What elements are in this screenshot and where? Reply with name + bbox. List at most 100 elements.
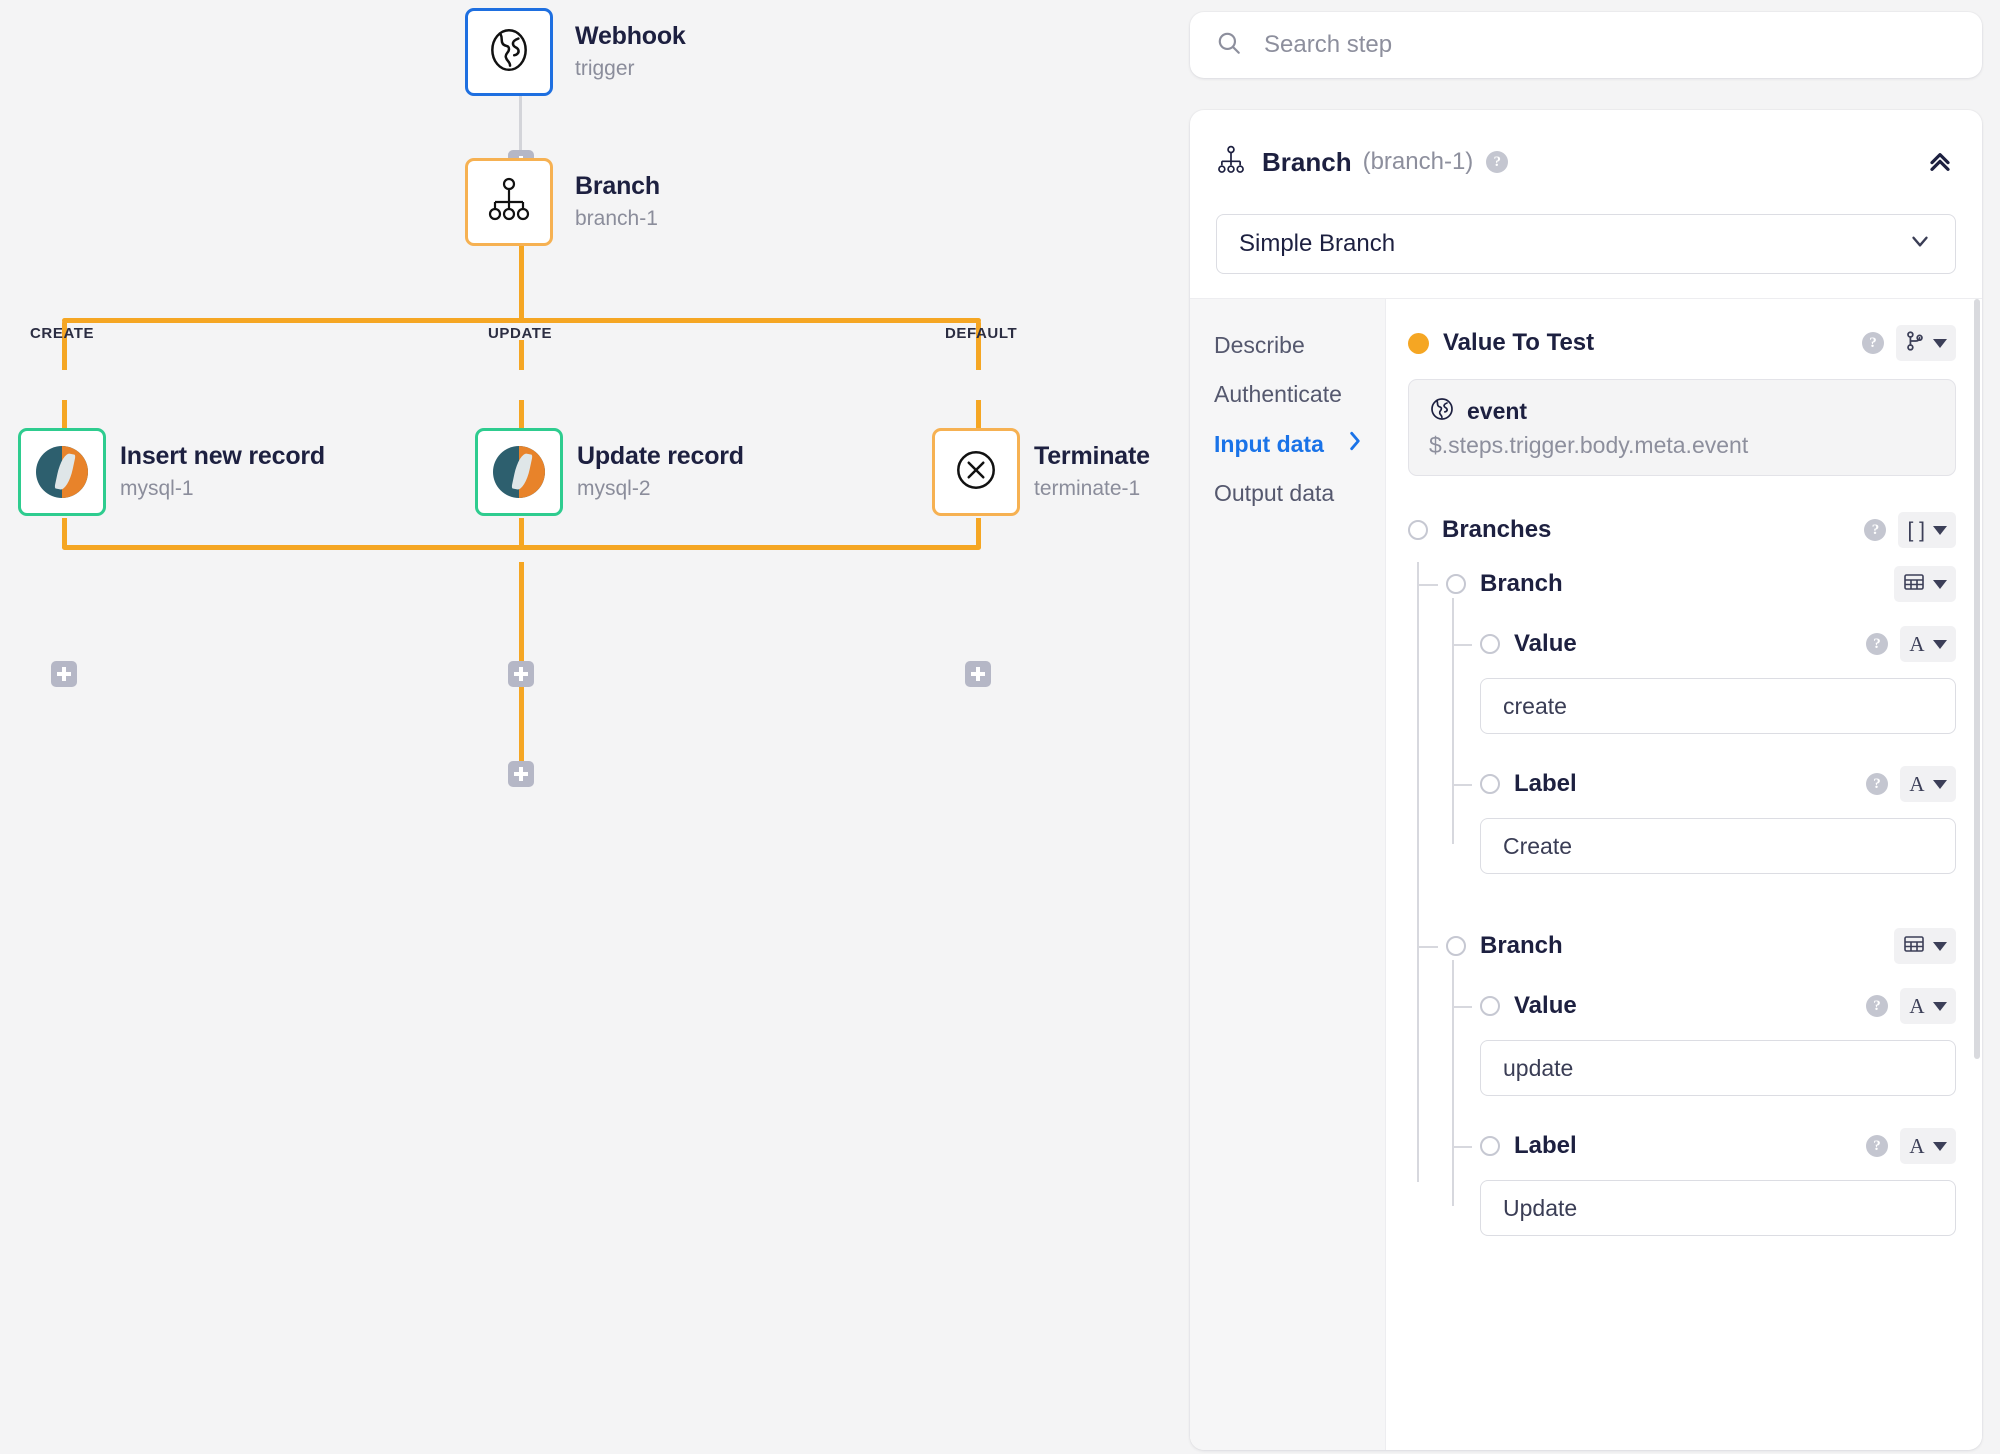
- input-data-fields: Value To Test ?: [1386, 299, 1982, 1450]
- field-value-to-test: Value To Test ?: [1408, 321, 1956, 365]
- tree-connector: [1452, 644, 1472, 646]
- branches-tree: Branch: [1408, 562, 1956, 1236]
- value-input[interactable]: update: [1480, 1040, 1956, 1096]
- caret-down-icon: [1932, 1141, 1947, 1151]
- object-type-badge[interactable]: [1894, 566, 1956, 602]
- panel-scrollbar[interactable]: [1972, 299, 1982, 1450]
- field-label: Value To Test: [1443, 329, 1595, 356]
- help-icon[interactable]: ?: [1862, 332, 1884, 354]
- edge-label-create: CREATE: [30, 325, 95, 342]
- subnav-item-input-data[interactable]: Input data: [1190, 419, 1385, 469]
- branch-item-header[interactable]: Branch: [1446, 562, 1956, 606]
- label-input[interactable]: Update: [1480, 1180, 1956, 1236]
- value-to-test-chip[interactable]: event $.steps.trigger.body.meta.event: [1408, 379, 1956, 476]
- field-row-value: Value ? A: [1480, 622, 1956, 666]
- wire-update-drop-2: [518, 400, 524, 428]
- branch-node[interactable]: [465, 158, 553, 246]
- value-input[interactable]: create: [1480, 678, 1956, 734]
- string-type-badge[interactable]: A: [1900, 626, 1956, 662]
- git-branch-type-badge[interactable]: [1896, 325, 1956, 361]
- wire-split-right-corner: [976, 318, 981, 340]
- mysql-2-node-sub: mysql-2: [577, 476, 651, 500]
- tree-rail-inner: [1452, 960, 1454, 1206]
- chevron-down-icon: [1907, 228, 1933, 261]
- git-branch-icon: [1905, 330, 1925, 356]
- string-type-badge[interactable]: A: [1900, 766, 1956, 802]
- branch-1-value-group: Value ? A create: [1446, 622, 1956, 734]
- add-step-after-terminate-button[interactable]: [965, 661, 991, 687]
- caret-down-icon: [1933, 579, 1947, 589]
- wire-default-drop-2: [976, 400, 981, 428]
- caret-down-icon: [1933, 338, 1947, 348]
- webhook-node[interactable]: [465, 8, 553, 96]
- webhook-node-sub: trigger: [575, 56, 635, 80]
- optional-dot-icon: [1446, 574, 1466, 594]
- wire-split-left-corner: [62, 318, 67, 340]
- subnav-item-output-data[interactable]: Output data: [1190, 469, 1385, 518]
- step-title: Branch: [1262, 146, 1352, 177]
- step-type-select[interactable]: Simple Branch: [1216, 214, 1956, 274]
- tree-connector: [1452, 1146, 1472, 1148]
- webhook-node-label: Webhook trigger: [575, 8, 686, 96]
- chevron-right-icon: [1347, 430, 1363, 458]
- terminate-node[interactable]: [932, 428, 1020, 516]
- add-step-after-merge-button[interactable]: [508, 761, 534, 787]
- mysql-1-node-title: Insert new record: [120, 441, 325, 470]
- webhook-node-title: Webhook: [575, 21, 686, 50]
- label-input[interactable]: Create: [1480, 818, 1956, 874]
- mysql-2-node[interactable]: [475, 428, 563, 516]
- branch-item-header[interactable]: Branch: [1446, 924, 1956, 968]
- panel-scrollbar-thumb[interactable]: [1974, 299, 1980, 1059]
- required-dot-icon: [1408, 332, 1429, 354]
- branch-2-value-group: Value ? A update: [1446, 984, 1956, 1096]
- array-type-badge[interactable]: [ ]: [1898, 512, 1956, 548]
- add-step-after-mysql2-button[interactable]: [508, 661, 534, 687]
- search-step-bar[interactable]: Search step: [1190, 12, 1982, 78]
- mysql-icon: [493, 446, 545, 498]
- chip-name: event: [1467, 398, 1528, 424]
- field-row-value: Value ? A: [1480, 984, 1956, 1028]
- search-input-placeholder[interactable]: Search step: [1264, 31, 1393, 58]
- wire-merge-bar: [62, 545, 981, 550]
- wire-default-drop: [976, 340, 981, 370]
- string-type-badge[interactable]: A: [1900, 988, 1956, 1024]
- caret-down-icon: [1932, 639, 1947, 649]
- help-icon[interactable]: ?: [1864, 519, 1887, 541]
- step-subnav: Describe Authenticate Input data Output …: [1190, 299, 1386, 1450]
- inspector-pane: Search step Branch (branch-1) ?: [1172, 0, 2000, 1454]
- x-circle-icon: [951, 445, 1001, 500]
- branch-item-label: Branch: [1480, 570, 1563, 597]
- branch-item-label: Branch: [1480, 932, 1563, 959]
- wire-trigger-to-branch: [519, 95, 522, 169]
- add-step-after-mysql1-button[interactable]: [51, 661, 77, 687]
- help-icon[interactable]: ?: [1866, 995, 1888, 1017]
- help-icon[interactable]: ?: [1866, 633, 1888, 655]
- branch-node-label: Branch branch-1: [575, 158, 660, 246]
- subnav-item-authenticate[interactable]: Authenticate: [1190, 370, 1385, 419]
- tree-connector: [1452, 784, 1472, 786]
- field-label: Value: [1514, 992, 1577, 1019]
- subnav-item-label: Input data: [1214, 430, 1324, 457]
- help-icon[interactable]: ?: [1866, 1135, 1888, 1157]
- wire-merge-right-corner: [976, 528, 981, 550]
- chevrons-up-icon[interactable]: [1924, 144, 1956, 181]
- string-a-icon: A: [1909, 993, 1925, 1018]
- string-type-badge[interactable]: A: [1900, 1128, 1956, 1164]
- mysql-1-node[interactable]: [18, 428, 106, 516]
- search-icon: [1216, 30, 1242, 61]
- subnav-item-label: Describe: [1214, 332, 1305, 358]
- help-icon[interactable]: ?: [1486, 151, 1509, 173]
- object-type-badge[interactable]: [1894, 928, 1956, 964]
- step-id: (branch-1): [1362, 148, 1474, 175]
- subnav-item-label: Authenticate: [1214, 381, 1342, 407]
- branch-1-label-group: Label ? A Create: [1446, 762, 1956, 874]
- wire-branch-stem: [518, 244, 524, 321]
- subnav-item-describe[interactable]: Describe: [1190, 321, 1385, 370]
- field-row-label: Label ? A: [1480, 762, 1956, 806]
- field-branches: Branches ? [ ]: [1408, 508, 1956, 552]
- array-brackets-icon: [ ]: [1907, 518, 1925, 542]
- field-label: Branches: [1442, 516, 1552, 543]
- caret-down-icon: [1932, 779, 1947, 789]
- help-icon[interactable]: ?: [1866, 773, 1888, 795]
- workflow-canvas[interactable]: CREATE UPDATE DEFAULT: [0, 0, 1172, 1454]
